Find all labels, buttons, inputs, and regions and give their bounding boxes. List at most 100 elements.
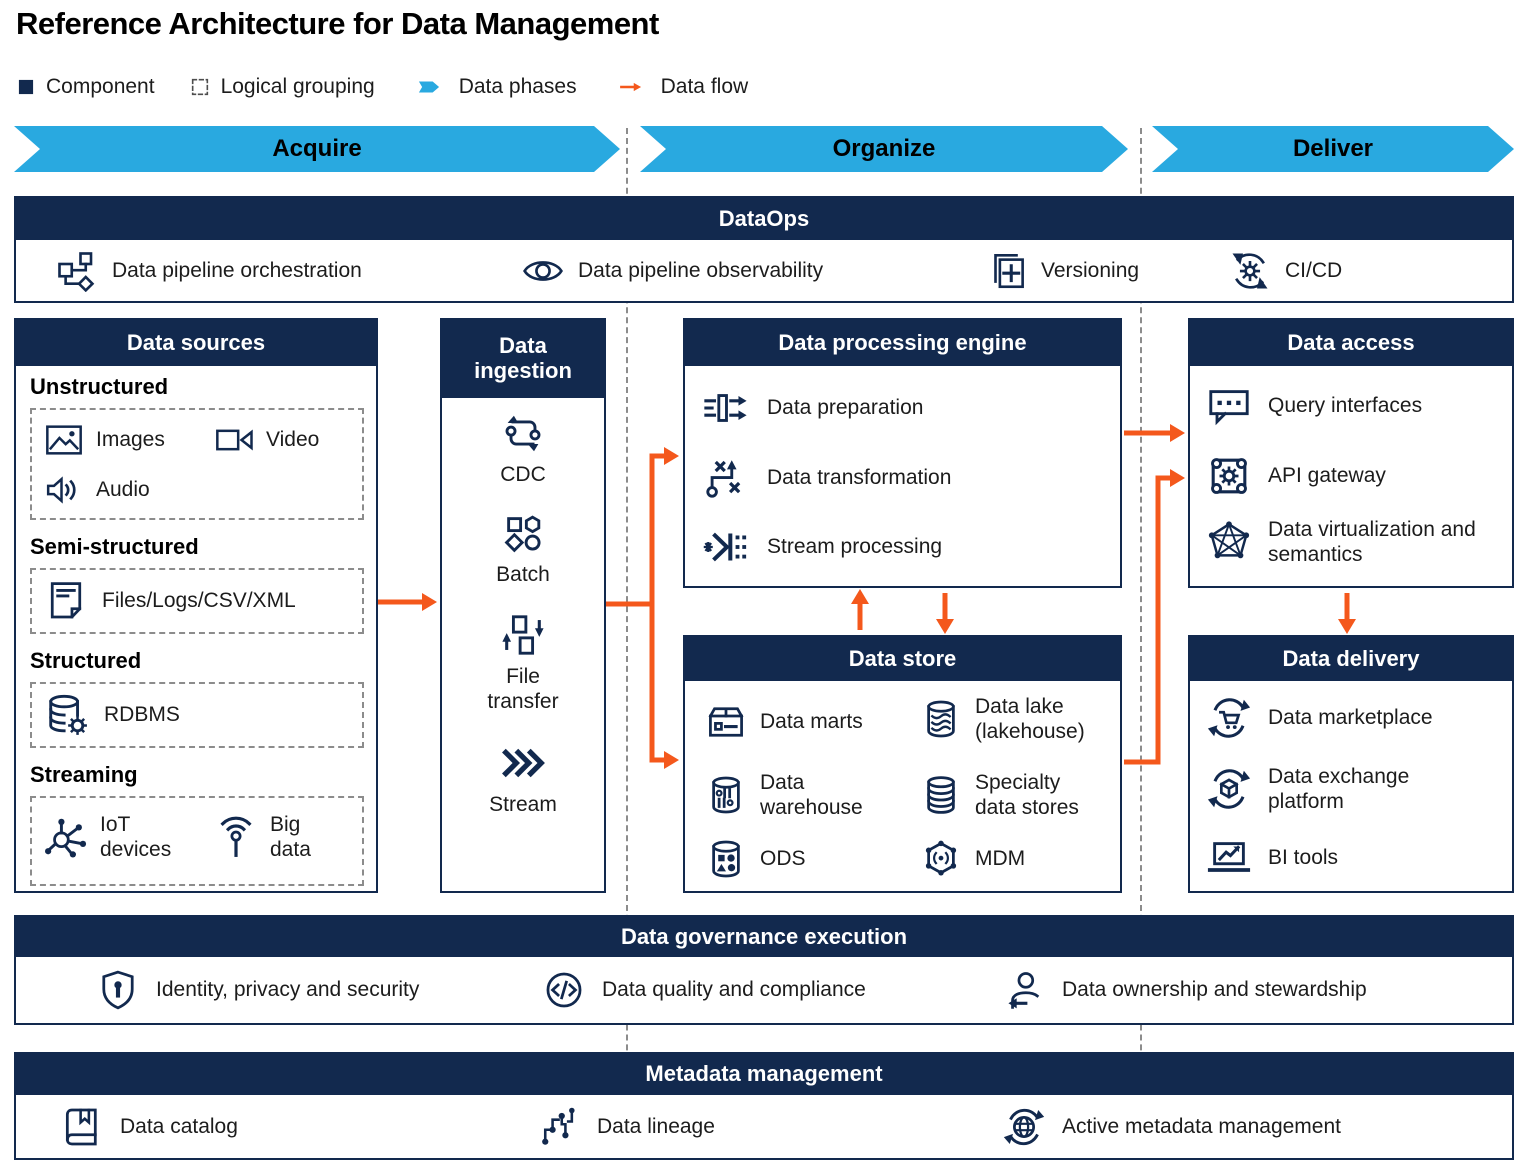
data-quality-icon — [542, 968, 586, 1012]
label: CI/CD — [1285, 258, 1343, 282]
delivery-item: BI tools — [1206, 835, 1338, 881]
legend-item-data-phases: Data phases — [409, 74, 577, 99]
group-heading: Streaming — [30, 762, 138, 787]
label: Specialty data stores — [975, 771, 1079, 820]
flow-store-to-access — [1124, 469, 1185, 765]
phase-deliver: Deliver — [1152, 126, 1514, 172]
label: Images — [96, 428, 165, 452]
store-item: MDM — [919, 837, 1025, 881]
metadata-body: Data catalog Data lineage Active metadat… — [16, 1095, 1512, 1158]
access-item: API gateway — [1206, 453, 1386, 499]
processing-item: Data preparation — [703, 385, 923, 431]
data-delivery-body: Data marketplace Data exchange platform … — [1190, 681, 1512, 891]
rdbms-icon — [44, 692, 90, 738]
legend-item-data-flow: Data flow — [611, 74, 748, 99]
metadata-item: Active metadata management — [1002, 1105, 1341, 1149]
metadata-header: Metadata management — [16, 1054, 1512, 1095]
video-icon — [214, 420, 254, 460]
phase-organize: Organize — [640, 126, 1128, 172]
source-item: Video — [214, 420, 319, 460]
metadata-item: Data lineage — [537, 1105, 715, 1149]
governance-item: Data quality and compliance — [542, 968, 866, 1012]
group-heading: Structured — [30, 648, 142, 673]
dataops-item: Data pipeline orchestration — [56, 250, 362, 292]
store-item: Data marts — [704, 700, 895, 744]
label: Big data — [270, 813, 311, 862]
ingestion-item: CDC — [442, 410, 604, 487]
metadata-item: Data catalog — [60, 1105, 238, 1149]
data-delivery-panel: Data delivery Data marketplace Data exch… — [1188, 635, 1514, 893]
flow-ingestion-to-processing — [606, 447, 679, 607]
label: Audio — [96, 478, 150, 502]
data-access-body: Query interfaces API gateway Data virtua… — [1190, 366, 1512, 586]
dataops-header: DataOps — [16, 198, 1512, 240]
component-swatch-icon — [16, 77, 36, 97]
label: Versioning — [1041, 258, 1140, 282]
cdc-icon — [500, 410, 546, 456]
store-item: Data lake (lakehouse) — [919, 694, 1110, 744]
delivery-item: Data exchange platform — [1206, 764, 1428, 814]
processing-item: Stream processing — [703, 524, 942, 570]
ingestion-item: Batch — [442, 510, 604, 587]
logical-grouping-swatch-icon — [189, 76, 211, 98]
label: Data preparation — [767, 396, 924, 420]
page-title: Reference Architecture for Data Manageme… — [16, 6, 659, 41]
audio-icon — [44, 470, 84, 510]
dataops-item: Data pipeline observability — [522, 250, 823, 292]
label: Data warehouse — [760, 771, 863, 820]
ingestion-item: File transfer — [442, 612, 604, 714]
data-ingestion-body: CDC Batch File transfer Stream — [442, 398, 604, 891]
ods-icon — [704, 837, 748, 881]
query-interfaces-icon — [1206, 383, 1252, 429]
label: API gateway — [1268, 464, 1386, 488]
data-processing-panel: Data processing engine Data preparation … — [683, 318, 1122, 588]
specialty-stores-icon — [919, 773, 963, 817]
legend: Component Logical grouping Data phases D… — [16, 74, 748, 99]
phase-separator — [626, 128, 628, 1160]
source-item: Audio — [44, 470, 150, 510]
label: Data marketplace — [1268, 706, 1433, 730]
data-catalog-icon — [60, 1105, 104, 1149]
data-preparation-icon — [703, 385, 749, 431]
delivery-item: Data marketplace — [1206, 695, 1433, 741]
legend-label: Logical grouping — [220, 75, 375, 98]
images-icon — [44, 420, 84, 460]
versioning-icon — [985, 250, 1027, 292]
label: Data virtualization and semantics — [1268, 518, 1476, 567]
data-store-header: Data store — [685, 637, 1120, 681]
label: Data lineage — [597, 1114, 715, 1138]
label: Data lake (lakehouse) — [975, 695, 1085, 744]
data-marts-icon — [704, 700, 748, 744]
source-item: Images — [44, 420, 165, 460]
label: Stream — [489, 793, 557, 816]
label: Batch — [496, 563, 550, 586]
store-item: Data warehouse — [704, 770, 875, 820]
streaming-group: IoT devices Big data — [30, 796, 364, 886]
active-metadata-icon — [1002, 1105, 1046, 1149]
data-delivery-header: Data delivery — [1190, 637, 1512, 681]
label: Stream processing — [767, 535, 943, 559]
store-item: ODS — [704, 837, 806, 881]
unstructured-group: Images Video Audio — [30, 408, 364, 520]
cicd-icon — [1229, 250, 1271, 292]
identity-shield-icon — [96, 968, 140, 1012]
metadata-band: Metadata management Data catalog Data li… — [14, 1052, 1514, 1160]
data-phases-arrow-icon — [409, 76, 449, 98]
processing-item: Data transformation — [703, 455, 951, 501]
legend-label: Data phases — [458, 75, 577, 98]
label: RDBMS — [104, 703, 180, 727]
data-sources-panel: Data sources Unstructured Images Video A… — [14, 318, 378, 893]
observability-icon — [522, 250, 564, 292]
api-gateway-icon — [1206, 453, 1252, 499]
data-processing-header: Data processing engine — [685, 320, 1120, 366]
group-heading: Semi-structured — [30, 534, 199, 559]
batch-icon — [500, 510, 546, 556]
data-warehouse-icon — [704, 773, 748, 817]
governance-band: Data governance execution Identity, priv… — [14, 915, 1514, 1025]
data-store-panel: Data store Data marts Data lake (lakehou… — [683, 635, 1122, 893]
data-ingestion-panel: Data ingestion CDC Batch File transfer S… — [440, 318, 606, 893]
label: Data catalog — [120, 1114, 238, 1138]
governance-item: Identity, privacy and security — [96, 968, 419, 1012]
data-exchange-icon — [1206, 766, 1252, 812]
data-flow-arrow-icon — [611, 76, 651, 98]
